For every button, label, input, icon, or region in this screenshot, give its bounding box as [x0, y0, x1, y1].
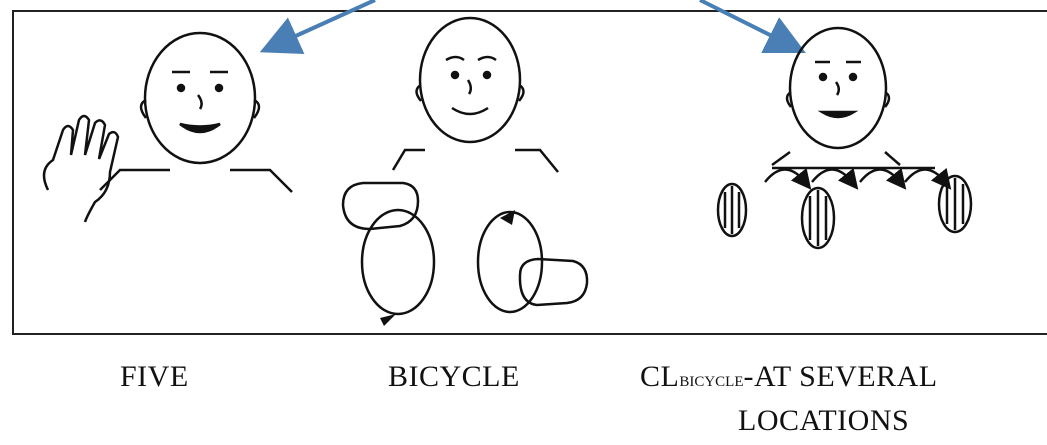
- caption-five: FIVE: [120, 360, 189, 394]
- signer-bicycle: [343, 18, 587, 326]
- fist-right: [520, 259, 587, 305]
- circle-motion-right: [478, 212, 542, 312]
- caption-classifier-suffix: -AT SEVERAL: [744, 360, 938, 393]
- hop-arc-1: [765, 170, 805, 183]
- caption-classifier-subscript: BICYCLE: [679, 374, 743, 390]
- caption-bicycle: BICYCLE: [388, 360, 520, 394]
- pointer-arrow-left: [278, 0, 375, 44]
- fist-left: [343, 183, 418, 229]
- head-bicycle: [420, 18, 520, 142]
- smile-five: [180, 124, 220, 132]
- pointer-arrow-right: [700, 0, 788, 44]
- caption-classifier-line2: LOCATIONS: [738, 404, 909, 438]
- hop-arc-4: [905, 170, 945, 183]
- hop-arc-2: [812, 170, 852, 183]
- hop-arc-3: [860, 170, 900, 183]
- caption-classifier-prefix: CL: [640, 360, 679, 393]
- caption-classifier: CLBICYCLE-AT SEVERAL: [640, 360, 938, 394]
- open-hand: [44, 116, 118, 222]
- pointer-arrows: [278, 0, 788, 44]
- signer-five: [44, 33, 292, 222]
- signer-classifier: [718, 28, 971, 248]
